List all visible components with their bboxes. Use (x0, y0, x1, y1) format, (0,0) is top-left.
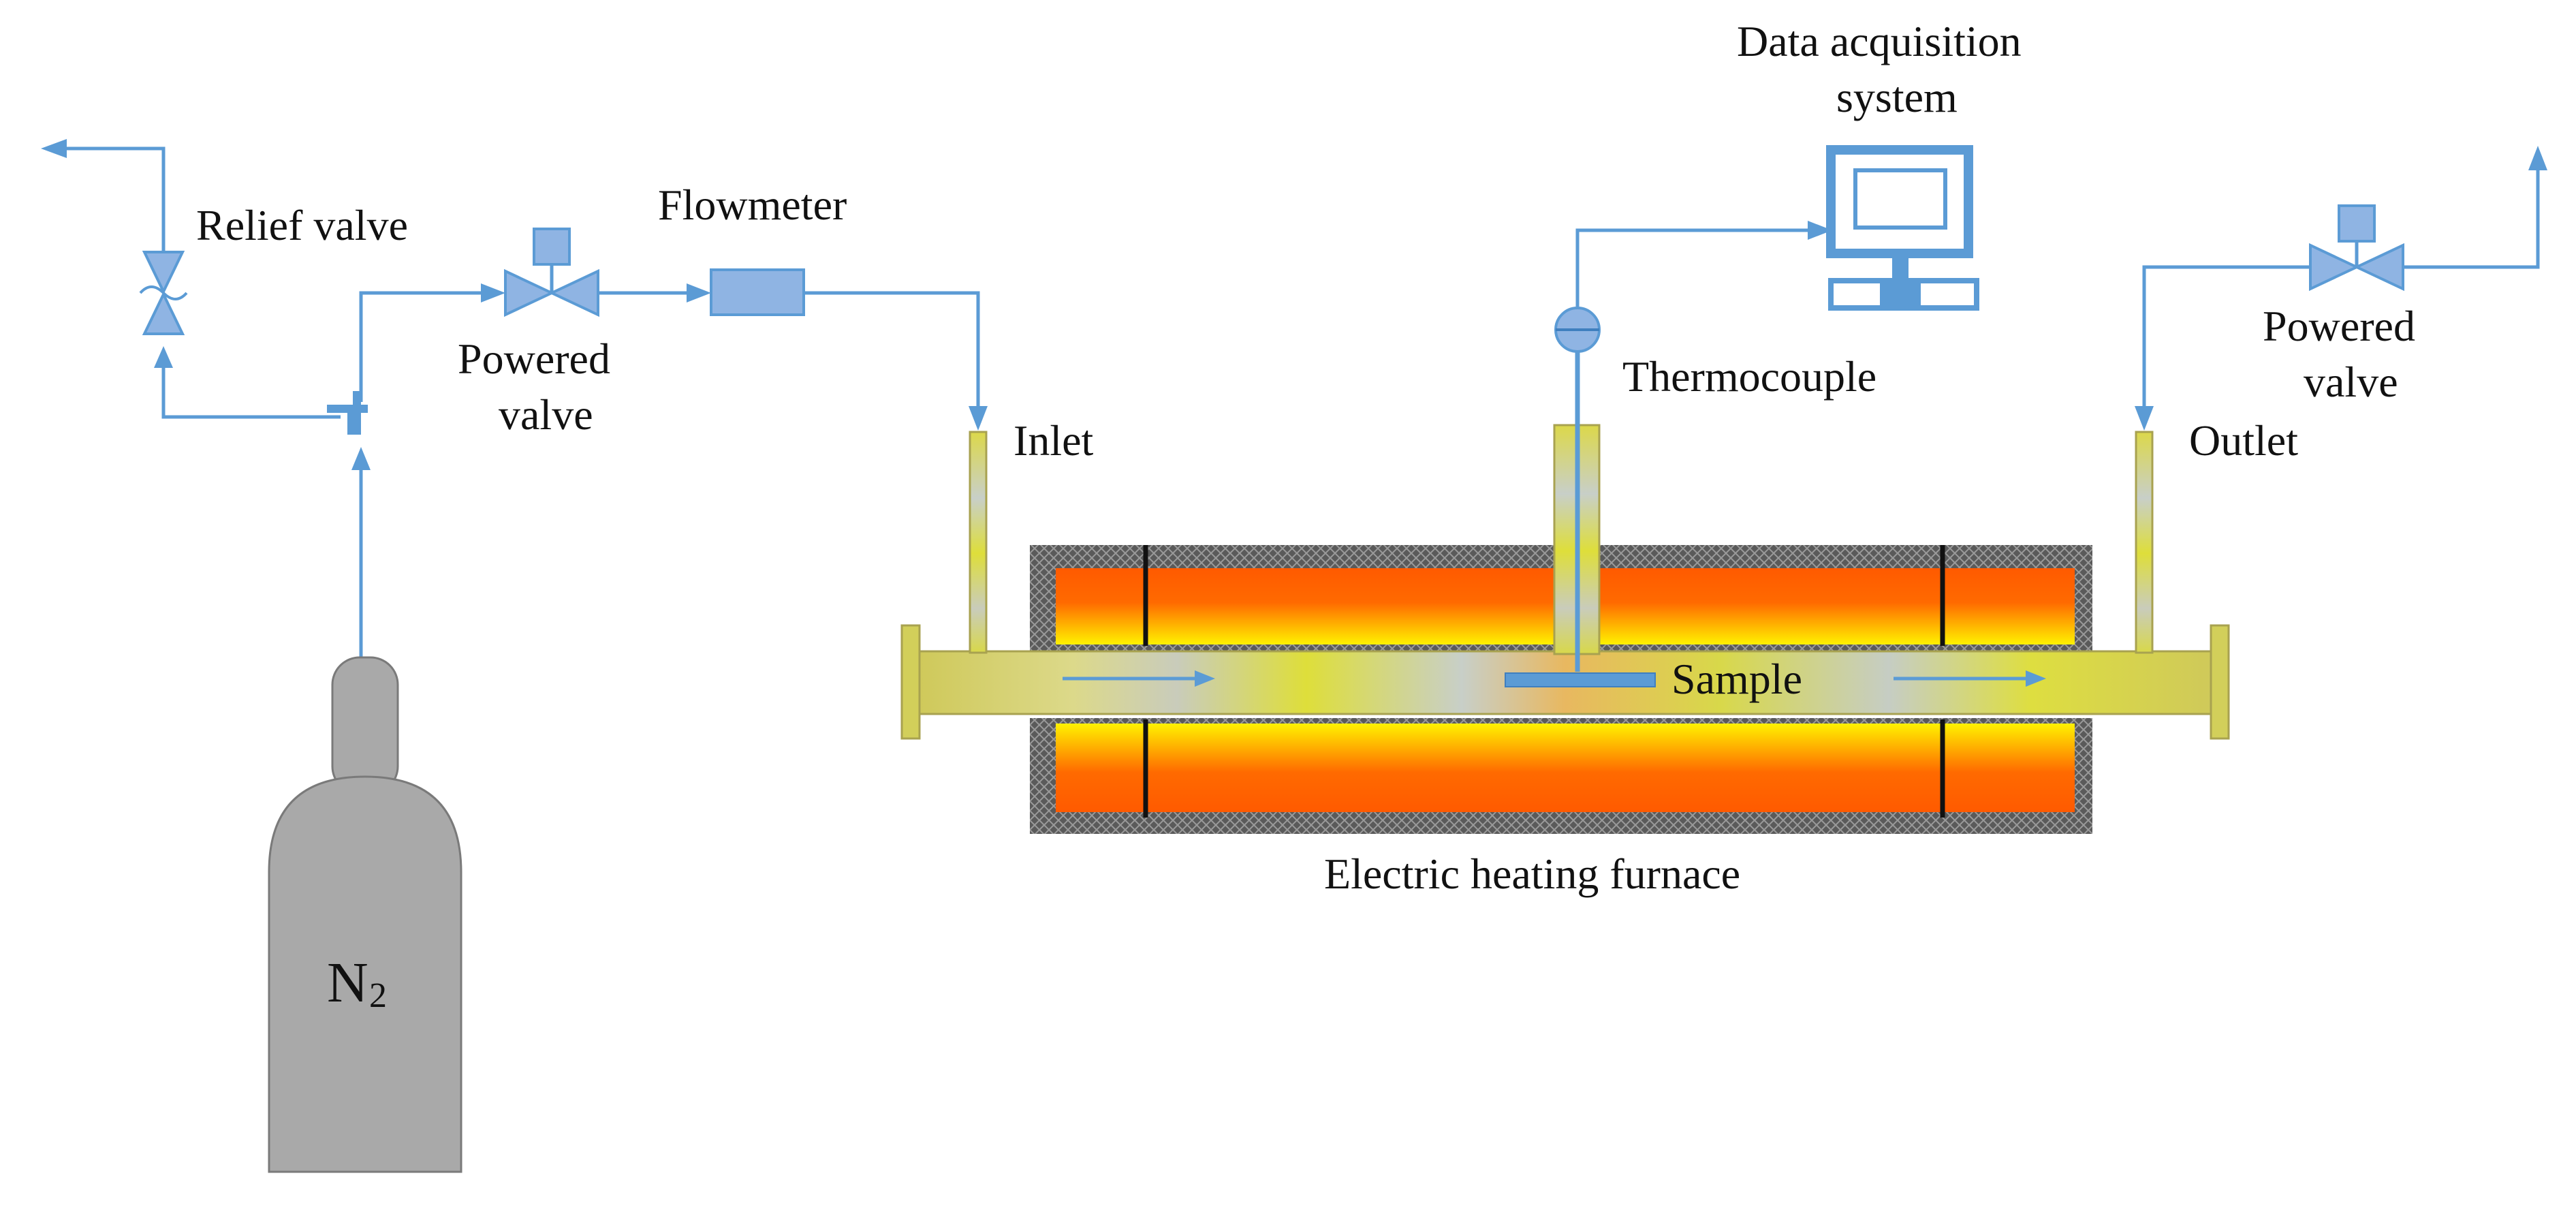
nitrogen-cylinder: N 2 (268, 656, 462, 1173)
tube-left-flange (900, 624, 921, 740)
cylinder-body (268, 775, 462, 1173)
arrow-up-to-relief (154, 346, 173, 368)
pipe-tee-to-relief (161, 354, 341, 419)
relief-valve-label: Relief valve (196, 201, 408, 249)
powered-valve-left-actuator (533, 228, 571, 266)
cylinder-neck (331, 656, 399, 795)
tee-junction (327, 391, 368, 435)
arrow-vent-left (41, 139, 67, 158)
powered-valve-right: Powered valve (2263, 204, 2415, 406)
flowmeter-label: Flowmeter (658, 181, 847, 229)
sample-label: Sample (1671, 655, 1802, 703)
powered-valve-left-label-line2: valve (499, 390, 593, 439)
powered-valve-left-label-line1: Powered (458, 335, 610, 383)
powered-valve-left: Powered valve (458, 228, 610, 439)
daq-label-line2: system (1836, 73, 1958, 121)
powered-valve-right-actuator (2338, 204, 2376, 243)
pipe-flowmeter-to-inlet (804, 291, 980, 409)
arrow-to-inlet (969, 406, 988, 431)
arrow-to-daq (1808, 221, 1832, 240)
flowmeter-body (710, 268, 805, 316)
furnace-label: Electric heating furnace (1324, 850, 1740, 898)
tube-right-flange (2210, 624, 2230, 740)
arrow-to-flowmeter (687, 283, 711, 302)
relief-valve-spring-icon (139, 285, 188, 300)
relief-valve-bottom-triangle (142, 291, 185, 335)
reactor-tube: Inlet Outlet Sample (900, 416, 2298, 740)
inlet-label: Inlet (1014, 416, 1094, 465)
arrow-up-to-tee (351, 447, 371, 470)
thermocouple: Thermocouple (1554, 307, 1876, 672)
flow-arrow-right-head (2026, 670, 2046, 687)
pipe-thermocouple-to-daq (1575, 228, 1812, 307)
cylinder-label-subscript: 2 (369, 976, 387, 1015)
furnace-bottom-heater (1056, 724, 2075, 812)
inlet-port (969, 431, 988, 654)
outlet-label: Outlet (2189, 416, 2298, 465)
pipe-relief-vent (61, 146, 166, 252)
powered-valve-right-label-line1: Powered (2263, 302, 2415, 350)
powered-valve-right-label-line2: valve (2304, 358, 2398, 406)
outlet-port (2135, 431, 2154, 654)
sample-boat (1505, 672, 1656, 687)
piping (41, 139, 2547, 661)
relief-valve: Relief valve (139, 201, 408, 335)
pipe-right-valve-vent (2363, 164, 2540, 269)
flowmeter: Flowmeter (658, 181, 847, 316)
data-acquisition-system: Data acquisition system (1737, 17, 2022, 311)
relief-valve-top-triangle (142, 251, 185, 295)
pipe-outlet-to-valve (2142, 265, 2309, 409)
arrow-down-outlet (2135, 406, 2154, 431)
arrow-vent-up (2528, 146, 2547, 170)
arrow-to-powered-valve (481, 283, 505, 302)
daq-label-line1: Data acquisition (1737, 17, 2022, 65)
cylinder-label-n: N (327, 951, 368, 1014)
pipe-tee-to-powered-valve (359, 291, 490, 402)
flow-arrow-left-head (1195, 670, 1215, 687)
thermocouple-label: Thermocouple (1622, 352, 1876, 401)
